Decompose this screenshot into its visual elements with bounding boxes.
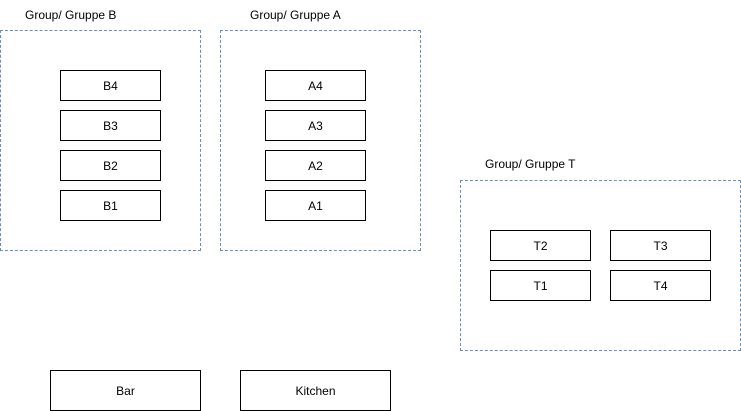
- table-t1[interactable]: T1: [490, 270, 591, 301]
- table-a4[interactable]: A4: [265, 70, 366, 101]
- table-t2[interactable]: T2: [490, 230, 591, 261]
- table-b4[interactable]: B4: [60, 70, 161, 101]
- table-b2[interactable]: B2: [60, 150, 161, 181]
- group-b-label: Group/ Gruppe B: [25, 8, 117, 22]
- kitchen-box[interactable]: Kitchen: [240, 370, 391, 411]
- group-a-label: Group/ Gruppe A: [250, 8, 341, 22]
- table-t3[interactable]: T3: [610, 230, 711, 261]
- table-a3[interactable]: A3: [265, 110, 366, 141]
- group-b-container[interactable]: [0, 30, 201, 251]
- group-t-label: Group/ Gruppe T: [485, 157, 576, 171]
- table-b3[interactable]: B3: [60, 110, 161, 141]
- table-b1[interactable]: B1: [60, 190, 161, 221]
- table-a2[interactable]: A2: [265, 150, 366, 181]
- table-t4[interactable]: T4: [610, 270, 711, 301]
- table-a1[interactable]: A1: [265, 190, 366, 221]
- group-a-container[interactable]: [220, 30, 421, 251]
- group-t-container[interactable]: [460, 180, 741, 351]
- bar-box[interactable]: Bar: [50, 370, 201, 411]
